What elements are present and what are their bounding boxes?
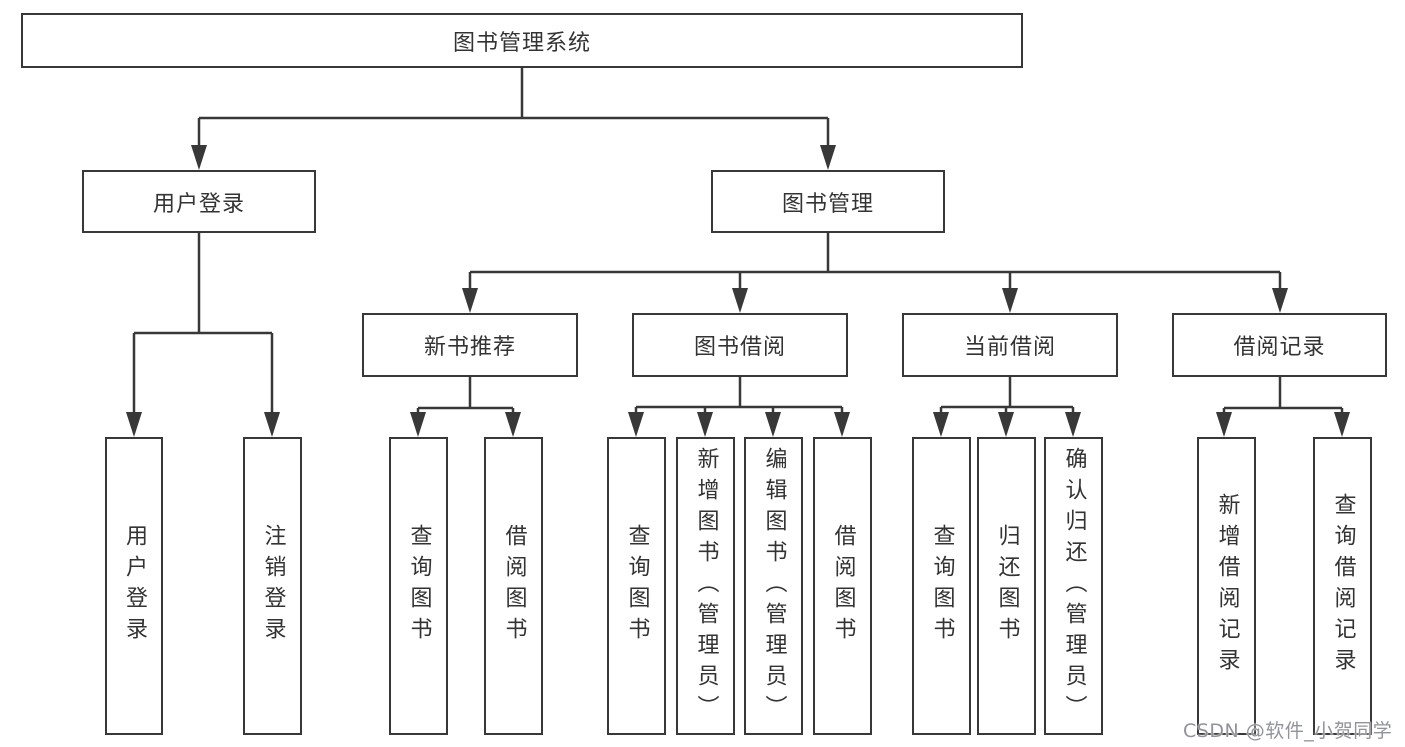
arrow-down-icon: [1002, 288, 1018, 313]
node-label: 查询图书: [929, 524, 955, 648]
connector-new-rec-children: [416, 377, 515, 433]
arrow-down-icon: [1334, 412, 1350, 437]
node-label: 图书管理系统: [452, 30, 591, 56]
connector-borrowing-children: [634, 377, 844, 433]
arrow-down-icon: [1272, 288, 1288, 313]
leaf-current-confirm-return-admin: 确认归还（管理员）: [1044, 437, 1103, 735]
leaf-borrow-edit-books-admin: 编辑图书（管理员）: [744, 437, 803, 735]
leaf-newrec-borrow-books: 借阅图书: [484, 437, 543, 735]
node-label: 归还图书: [994, 524, 1020, 648]
node-current-borrowing: 当前借阅: [902, 313, 1118, 377]
node-label: 注销登录: [260, 524, 286, 648]
arrow-down-icon: [1065, 412, 1081, 437]
arrow-down-icon: [505, 412, 521, 437]
leaf-borrow-query-books: 查询图书: [607, 437, 666, 735]
arrow-down-icon: [732, 288, 748, 313]
node-book-management: 图书管理: [711, 170, 945, 233]
arrow-down-icon: [462, 288, 478, 313]
node-label: 用户登录: [122, 524, 147, 648]
node-label: 借阅记录: [1233, 335, 1326, 360]
node-label: 新增图书（管理员）: [693, 446, 719, 726]
arrow-down-icon: [820, 145, 836, 170]
arrow-down-icon: [126, 412, 142, 437]
node-label: 查询图书: [406, 524, 432, 648]
arrow-down-icon: [264, 412, 280, 437]
csdn-watermark: CSDN @软件_小贺同学: [1183, 720, 1393, 742]
leaf-records-query-borrow-record: 查询借阅记录: [1313, 437, 1372, 735]
leaf-records-add-borrow-record: 新增借阅记录: [1197, 437, 1256, 735]
leaf-current-query-books: 查询图书: [912, 437, 971, 735]
arrowhead-icons: [126, 145, 1350, 437]
node-new-book-recommend: 新书推荐: [362, 313, 578, 377]
arrow-down-icon: [697, 412, 713, 437]
arrow-down-icon: [1216, 412, 1232, 437]
arrow-down-icon: [933, 412, 949, 437]
node-user-login: 用户登录: [82, 170, 316, 233]
connector-root-to-level2: [197, 68, 830, 166]
arrow-down-icon: [834, 412, 850, 437]
node-book-borrowing: 图书借阅: [632, 313, 848, 377]
connector-records-children: [1222, 377, 1344, 433]
leaf-logout: 注销登录: [243, 437, 302, 735]
node-label: 查询借阅记录: [1330, 493, 1356, 679]
leaf-user-login: 用户登录: [105, 437, 163, 735]
node-label: 借阅图书: [501, 524, 527, 648]
node-label: 当前借阅: [963, 335, 1056, 360]
leaf-newrec-query-books: 查询图书: [389, 437, 448, 735]
leaf-current-return-books: 归还图书: [977, 437, 1036, 735]
node-label: 借阅图书: [830, 524, 856, 648]
connector-user-login-children: [132, 233, 274, 433]
node-label: 新增借阅记录: [1214, 493, 1240, 679]
arrow-down-icon: [410, 412, 426, 437]
node-label: 编辑图书（管理员）: [761, 446, 787, 726]
node-label: 新书推荐: [423, 335, 516, 360]
arrow-down-icon: [191, 145, 207, 170]
leaf-borrow-add-books-admin: 新增图书（管理员）: [676, 437, 735, 735]
node-label: 确认归还（管理员）: [1061, 446, 1087, 726]
connector-book-mgmt-children: [468, 233, 1282, 309]
arrow-down-icon: [998, 412, 1014, 437]
node-label: 图书借阅: [693, 335, 786, 360]
leaf-borrow-borrow-books: 借阅图书: [813, 437, 872, 735]
node-label: 查询图书: [624, 524, 650, 648]
arrow-down-icon: [628, 412, 644, 437]
node-label: 用户登录: [152, 191, 245, 217]
node-label: 图书管理: [781, 191, 874, 217]
arrow-down-icon: [765, 412, 781, 437]
node-borrow-records: 借阅记录: [1172, 313, 1387, 377]
node-book-management-system: 图书管理系统: [21, 13, 1023, 68]
